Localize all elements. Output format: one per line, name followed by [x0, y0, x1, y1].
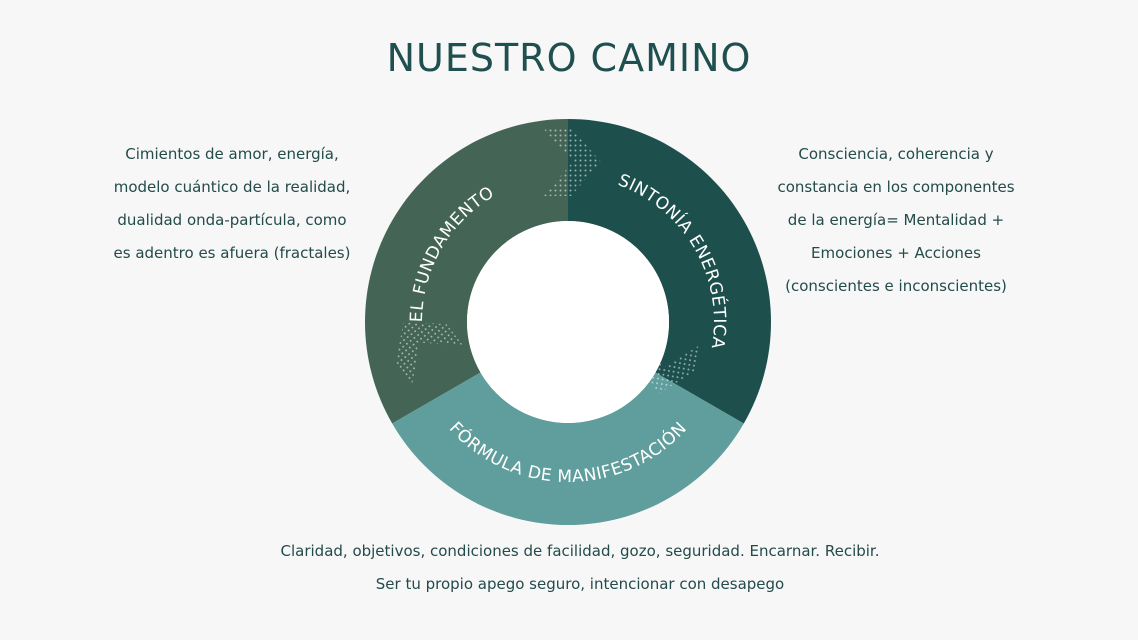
center-hole	[467, 221, 669, 423]
fundamento-description: Cimientos de amor, energía, modelo cuánt…	[113, 145, 351, 262]
page-title: NUESTRO CAMINO	[386, 36, 752, 80]
segment-sintonia	[568, 119, 771, 424]
formula-description: Claridad, objetivos, condiciones de faci…	[280, 542, 880, 593]
chevron-texture	[395, 321, 463, 385]
segment-formula	[392, 372, 744, 525]
chevron-texture	[543, 128, 601, 196]
sintonia-description: Consciencia, coherencia y constancia en …	[777, 145, 1015, 295]
